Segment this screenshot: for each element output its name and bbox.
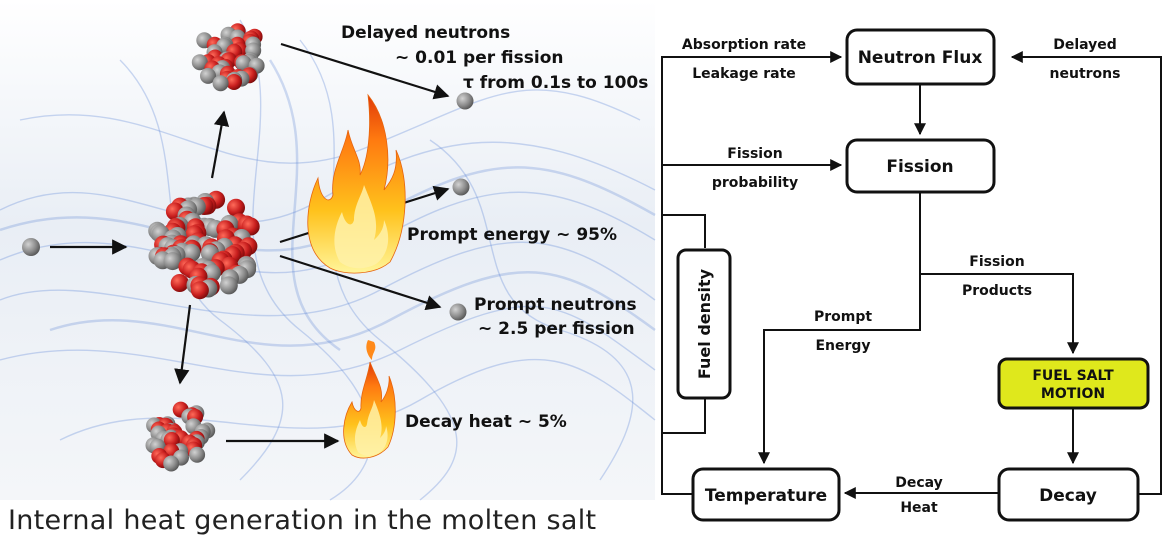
node-fuel-salt-motion: FUEL SALT MOTION — [997, 357, 1150, 410]
node-fuel-salt-motion-line2: MOTION — [1041, 386, 1105, 402]
fissile-nucleus — [148, 190, 260, 300]
arrow-prompt-neutrons — [279, 254, 442, 311]
edge-label-delayed: Delayed — [1053, 37, 1117, 53]
edge-label-fission-prob-1: Fission — [727, 146, 782, 162]
node-decay: Decay — [997, 467, 1140, 522]
edge-label-fission-prob-2: probability — [712, 175, 798, 191]
nucleon — [219, 276, 238, 295]
delayed-neutrons-rate: ~ 0.01 per fission — [395, 48, 563, 68]
node-fuel-salt-motion-line1: FUEL SALT — [1032, 368, 1114, 384]
node-fission-label: Fission — [886, 157, 953, 177]
decay-heat-label: Decay heat ~ 5% — [405, 412, 567, 432]
node-neutron-flux-label: Neutron Flux — [858, 48, 983, 68]
arrow-delayed-neutrons — [280, 42, 450, 100]
nucleon — [200, 67, 216, 84]
node-neutron-flux: Neutron Flux — [845, 28, 996, 86]
edge-label-decay-heat-1: Decay — [895, 475, 943, 491]
nucleon — [163, 432, 180, 448]
edge-label-prompt-energy-1: Prompt — [814, 309, 872, 325]
figure-caption: Internal heat generation in the molten s… — [8, 505, 597, 536]
delayed-neutrons-title: Delayed neutrons — [341, 23, 510, 43]
node-fuel-density-label: Fuel density — [695, 268, 714, 379]
delayed-neutrons-tau: τ from 0.1s to 100s — [463, 73, 648, 93]
fission-fragment-top — [191, 23, 265, 92]
node-fuel-density: Fuel density — [676, 248, 732, 400]
node-decay-label: Decay — [1039, 486, 1097, 506]
arrow-to-top-fragment — [210, 110, 230, 179]
edge-label-fission-products-1: Fission — [969, 254, 1024, 270]
edge-label-leakage-rate: Leakage rate — [692, 66, 796, 82]
edge-label-decay-heat-2: Heat — [900, 500, 938, 516]
edge-label-prompt-energy-2: Energy — [815, 338, 870, 354]
decay-heat-flame-icon — [343, 340, 396, 459]
incoming-neutron — [22, 238, 40, 256]
prompt-neutron-b — [449, 303, 467, 321]
fission-fragment-bottom — [145, 401, 216, 472]
delayed-neutron — [456, 92, 474, 110]
prompt-neutron-a — [452, 178, 470, 196]
nucleon — [163, 455, 180, 472]
flowchart-connectors — [661, 51, 1162, 499]
nucleon — [212, 75, 229, 92]
nucleon — [182, 243, 201, 262]
nucleon — [189, 446, 206, 463]
edge-label-fission-products-2: Products — [962, 283, 1032, 299]
nucleon — [226, 74, 242, 90]
prompt-neutrons-title: Prompt neutrons — [474, 295, 637, 315]
arrow-to-bottom-fragment — [174, 304, 192, 385]
nucleon — [190, 281, 209, 300]
nucleon — [163, 252, 182, 271]
prompt-energy-flame-icon — [307, 93, 406, 274]
nucleon — [227, 198, 245, 217]
prompt-energy-label: Prompt energy ~ 95% — [407, 225, 617, 245]
node-temperature: Temperature — [691, 467, 841, 522]
prompt-neutrons-rate: ~ 2.5 per fission — [478, 319, 635, 339]
nucleon — [170, 274, 189, 292]
edge-label-absorption-rate: Absorption rate — [682, 37, 806, 53]
edge-label-neutrons: neutrons — [1050, 66, 1121, 82]
node-fission: Fission — [845, 138, 996, 194]
node-temperature-label: Temperature — [705, 486, 827, 506]
nucleon — [191, 54, 208, 71]
